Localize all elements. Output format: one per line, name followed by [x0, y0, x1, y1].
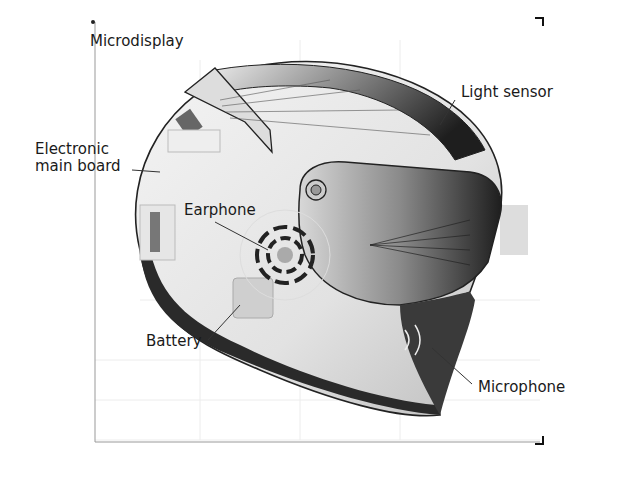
part-label: Light sensor: [461, 84, 553, 101]
part-label: Microphone: [478, 379, 565, 396]
part-label: Battery: [146, 333, 202, 350]
part-label: Electronic main board: [35, 141, 139, 175]
part-label: Microdisplay: [90, 33, 184, 50]
part-label: Earphone: [184, 202, 256, 219]
